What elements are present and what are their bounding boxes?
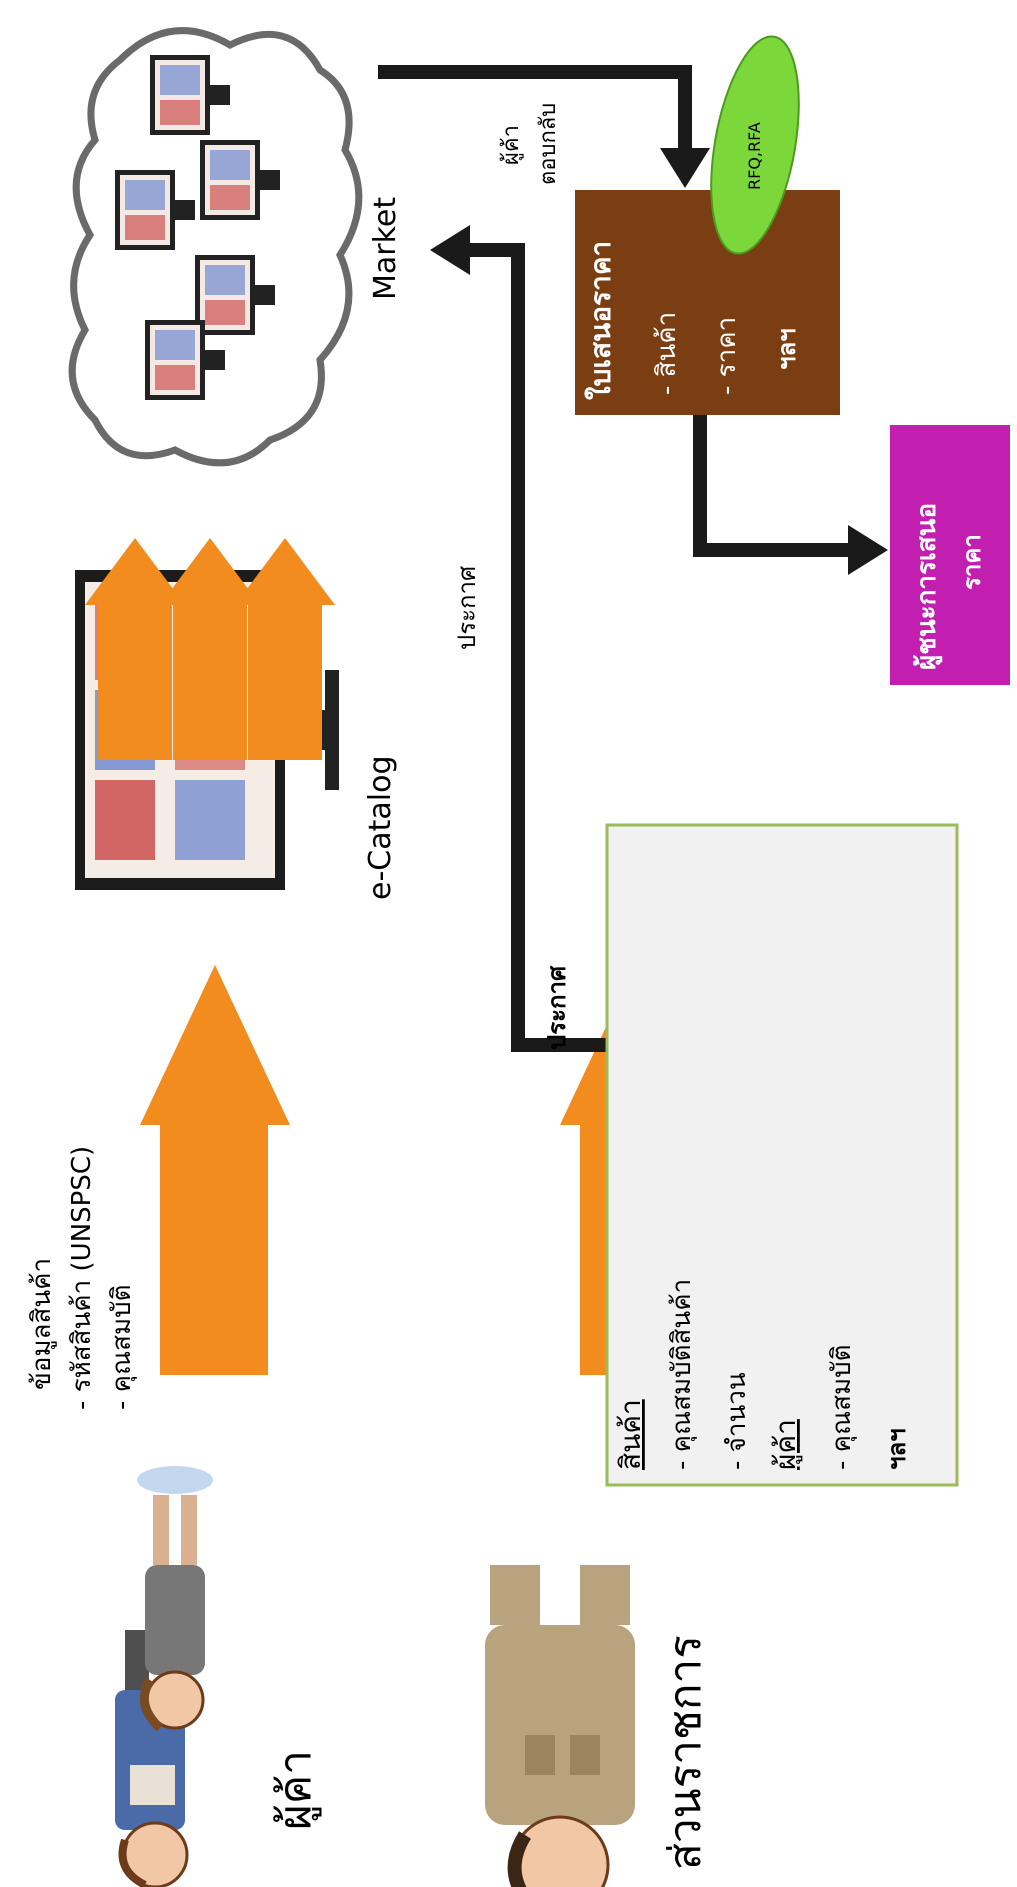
quote-box-line1: - สินค้า [652,312,682,395]
market-to-quote-arrow [378,65,710,188]
quote-box [575,190,840,415]
small-arrow-3 [235,538,335,760]
announce-arrow [430,225,607,1052]
upward-arrow-merchant [140,965,290,1375]
request-box-quantity: - จำนวน [722,1372,752,1470]
announce-label-bottom: ประกาศ [543,965,571,1050]
quote-box-line3: ฯลฯ [773,328,801,370]
announce-label-top: ประกาศ [453,566,481,650]
merchant-reply-line1: ผู้ค้า [499,125,524,165]
small-arrow-1 [85,538,185,760]
quote-to-winner-arrow [693,410,888,575]
merchant-figure-2 [137,1466,213,1732]
product-info-code: - รหัสสินค้า (UNSPSC) [67,1146,97,1410]
product-info: ข้อมูลสินค้า - รหัสสินค้า (UNSPSC) - คุณ… [27,1146,137,1410]
ecatalog-label: e-Catalog [363,756,398,901]
request-box [605,823,959,1487]
product-info-heading: ข้อมูลสินค้า [27,1258,57,1390]
quote-box-line2: - ราคา [712,317,742,395]
market-label: Market [368,197,403,300]
government-label: ส่วนราชการ [660,1635,711,1870]
rfq-badge [710,35,800,255]
small-arrow-2 [160,538,260,760]
winner-box-line1: ผู้ชนะการเสนอ [912,503,943,670]
quote-box-title: ใบเสนอราคา [584,241,617,400]
winner-box [890,425,1010,685]
request-box-etc: ฯลฯ [883,1428,911,1470]
request-box-merchant-heading: ผู้ค้า [769,1419,803,1470]
request-box-merchant-spec: - คุณสมบัติ [827,1344,857,1470]
request-box-product-spec: - คุณสมบัติสินค้า [667,1279,697,1470]
product-info-spec: - คุณสมบัติ [107,1284,137,1410]
winner-box-line2: ราคา [958,534,986,590]
market-cloud [68,27,363,467]
merchants-label: ผู้ค้า [270,1750,322,1830]
request-box-product-heading: สินค้า [614,1399,647,1470]
government-officer-figure [485,1565,635,1887]
rfq-badge-label: RFQ,RFA [745,122,764,190]
merchant-reply-line2: ตอบกลับ [536,103,561,185]
